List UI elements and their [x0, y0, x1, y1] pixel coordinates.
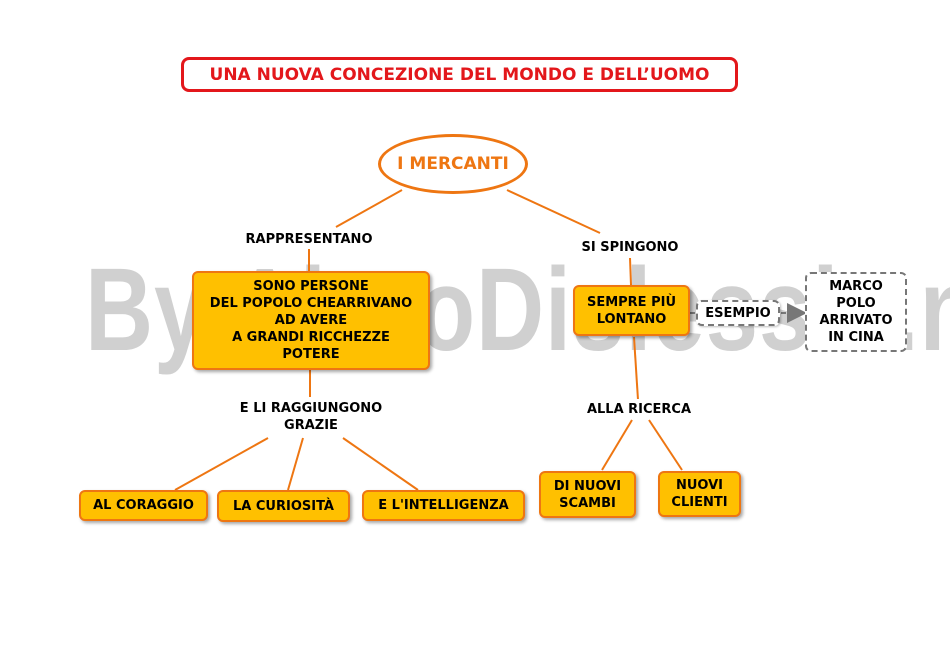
link-line: GRAZIE	[284, 418, 338, 433]
concept-line: A GRANDI RICCHEZZE	[232, 330, 390, 345]
line-spingono-lontano	[629, 257, 632, 286]
example-label-box: ESEMPIO	[696, 300, 780, 326]
line-grazie-curiosita	[287, 437, 304, 491]
line-grazie-intelligenza	[342, 437, 419, 491]
leaf-clienti: NUOVI CLIENTI	[658, 471, 741, 517]
link-label-ricerca: ALLA RICERCA	[574, 399, 704, 419]
leaf-line: SCAMBI	[559, 495, 616, 511]
line-ricerca-scambi	[601, 419, 633, 471]
concept-box-lontano: SEMPRE PIÙ LONTANO	[573, 285, 690, 336]
concept-line: SEMPRE PIÙ	[586, 294, 677, 310]
concept-box-persone: SONO PERSONE DEL POPOLO CHEARRIVANO AD A…	[192, 271, 430, 370]
line-root-rappresentano	[335, 189, 403, 228]
leaf-coraggio: AL CORAGGIO	[79, 490, 208, 521]
line-lontano-ricerca	[633, 336, 639, 401]
root-node-mercanti: I MERCANTI	[378, 134, 528, 194]
concept-line: LONTANO	[596, 311, 667, 327]
example-line: MARCO	[829, 279, 883, 294]
link-line: E LI RAGGIUNGONO	[239, 401, 383, 416]
line-grazie-coraggio	[174, 437, 269, 491]
map-title: UNA NUOVA CONCEZIONE DEL MONDO E DELL’UO…	[181, 57, 738, 92]
leaf-scambi: DI NUOVI SCAMBI	[539, 471, 636, 518]
leaf-line: NUOVI	[675, 478, 724, 493]
example-box-marco-polo: MARCO POLO ARRIVATO IN CINA	[805, 272, 907, 352]
leaf-curiosita: LA CURIOSITÀ	[217, 490, 350, 522]
concept-line: SONO PERSONE	[253, 279, 369, 294]
concept-line: DEL POPOLO CHEARRIVANO	[209, 296, 413, 311]
leaf-line: DI NUOVI	[553, 478, 622, 494]
example-line: IN CINA	[828, 330, 884, 345]
concept-line: POTERE	[282, 347, 340, 362]
link-label-spingono: SI SPINGONO	[566, 237, 694, 257]
leaf-line: CLIENTI	[671, 495, 728, 510]
line-ricerca-clienti	[648, 419, 683, 471]
link-label-raggiungono: E LI RAGGIUNGONO GRAZIE	[222, 397, 400, 437]
line-root-spingono	[506, 189, 601, 234]
concept-line: AD AVERE	[274, 313, 348, 328]
example-line: POLO	[836, 296, 876, 311]
leaf-intelligenza: E L'INTELLIGENZA	[362, 490, 525, 521]
example-line: ARRIVATO	[819, 313, 893, 328]
link-label-rappresentano: RAPPRESENTANO	[236, 229, 382, 249]
